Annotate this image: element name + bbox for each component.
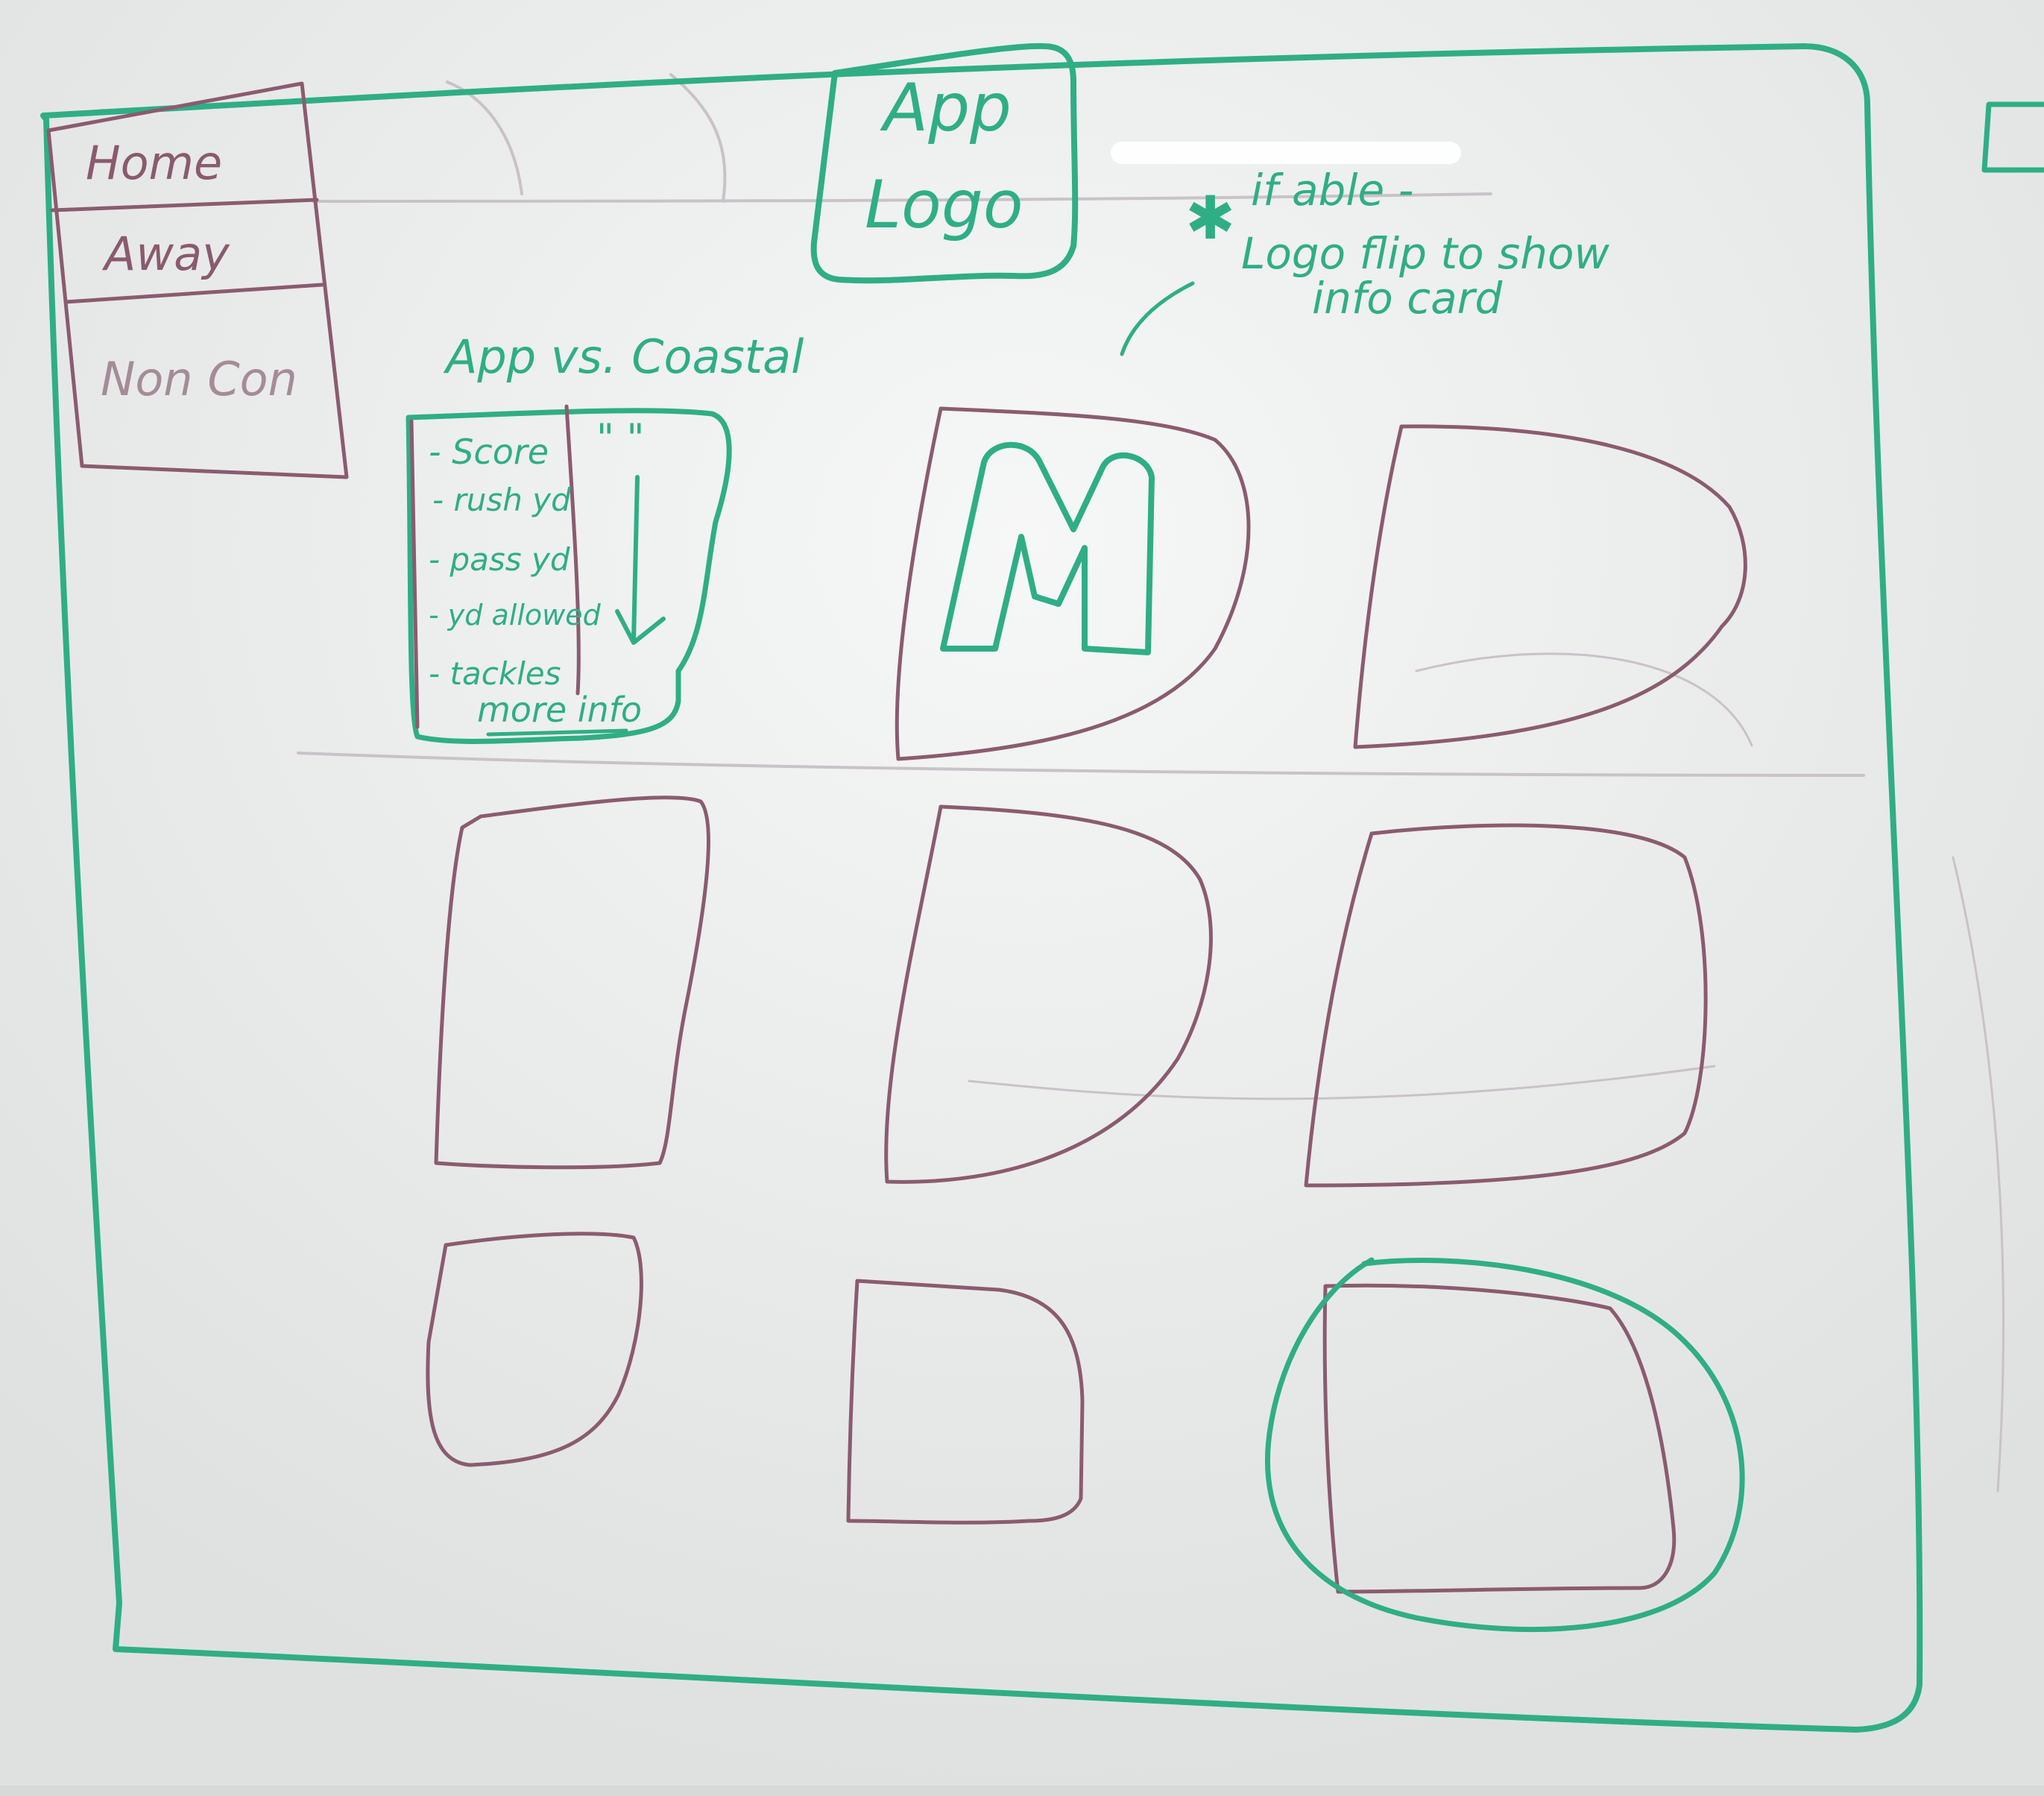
info-card[interactable]: App vs. Coastal - Score - rush yd - pass… [406, 330, 804, 744]
more-info-link[interactable]: more info [477, 690, 642, 737]
flip-note-line3: info card [1312, 273, 1503, 324]
app-logo-text-line1: App [880, 69, 1012, 146]
nav-item-non-con[interactable]: Non Con [101, 352, 297, 406]
app-logo[interactable]: App Logo [810, 42, 1079, 284]
star-icon: ✱ [1185, 183, 1235, 253]
team-card-placeholder[interactable] [846, 1279, 1085, 1525]
stat-tackles: - tackles [429, 655, 561, 692]
stat-rush-yd: - rush yd [432, 482, 571, 518]
app-logo-text-line2: Logo [865, 166, 1023, 243]
highlight-circle [1265, 1257, 1745, 1633]
team-card-placeholder[interactable] [1304, 823, 1708, 1188]
stat-pass-yd: - pass yd [429, 541, 570, 578]
flip-note-line2: Logo flip to show [1241, 228, 1609, 279]
flip-note-line1: if able - [1251, 165, 1414, 215]
flip-note: ✱ if able - Logo flip to show info card [1120, 165, 1609, 356]
stat-yd-allowed: - yd allowed [429, 599, 602, 631]
arrow-down-icon [615, 475, 666, 645]
erased-marks [297, 73, 2004, 1493]
side-nav: Home Away Non Con [46, 81, 349, 479]
nav-item-away[interactable]: Away [101, 227, 230, 281]
more-info-link-label: more info [477, 690, 642, 730]
team-card-placeholder[interactable] [1353, 424, 1747, 749]
info-card-title: App vs. Coastal [443, 330, 804, 384]
nav-item-home[interactable]: Home [86, 136, 222, 190]
nav-item-away-label: Away [101, 227, 230, 281]
board-edge [0, 1786, 2044, 1796]
nav-item-non-con-label: Non Con [101, 352, 297, 406]
ceiling-light-reflection [1111, 142, 1461, 164]
team-card-logo[interactable] [895, 406, 1251, 761]
nav-item-home-label: Home [86, 136, 222, 190]
team-card-placeholder[interactable] [434, 795, 710, 1170]
app-frame [40, 43, 1923, 1733]
highlighted-team-card[interactable] [1265, 1257, 1745, 1633]
team-card-placeholder[interactable] [884, 804, 1213, 1184]
stat-score: - Score [429, 432, 549, 472]
m-logo-icon [940, 441, 1155, 655]
team-card-placeholder[interactable] [426, 1232, 643, 1467]
ditto-marks: " " [596, 416, 644, 461]
adjacent-sketch-edge [1981, 101, 2044, 173]
